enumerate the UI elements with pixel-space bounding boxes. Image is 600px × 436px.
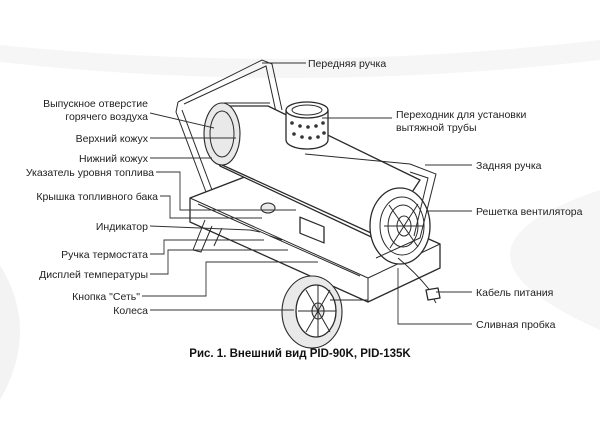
exhaust-adapter: [285, 101, 329, 150]
rear-handle: [304, 153, 437, 259]
label-front-handle: Передняя ручка: [308, 58, 386, 70]
front-handle: [177, 59, 283, 111]
label-outlet-line1: Выпускное отверстие: [43, 98, 148, 110]
control-panel: [299, 216, 325, 244]
leader-lines: [142, 62, 472, 325]
heater-illustration: [175, 59, 441, 349]
label-fan-grille: Решетка вентилятора: [476, 206, 583, 218]
label-power-cable: Кабель питания: [476, 287, 553, 299]
power-cable: [397, 257, 437, 304]
hot-air-outlet: [203, 102, 241, 166]
label-rear-handle: Задняя ручка: [476, 160, 542, 172]
label-lower-casing: Нижний кожух: [79, 153, 149, 165]
label-power-button: Кнопка "Сеть": [72, 291, 140, 303]
label-thermostat: Ручка термостата: [61, 249, 148, 261]
wheel: [281, 275, 343, 349]
label-drain-plug: Сливная пробка: [476, 319, 556, 331]
label-upper-casing: Верхний кожух: [76, 133, 149, 145]
label-fuel-gauge: Указатель уровня топлива: [26, 167, 154, 179]
support-stand: [192, 219, 213, 253]
tank-cap: [260, 202, 276, 214]
label-adapter-line1: Переходник для установки: [396, 109, 526, 121]
label-adapter-line2: вытяжной трубы: [396, 122, 477, 134]
label-indicator: Индикатор: [96, 221, 148, 233]
label-tank-cap: Крышка топливного бака: [36, 191, 158, 203]
label-temp-display: Дисплей температуры: [39, 269, 148, 281]
figure-caption: Рис. 1. Внешний вид PID-90K, PID-135K: [189, 348, 411, 360]
label-wheels: Колеса: [113, 305, 148, 317]
label-outlet-line2: горячего воздуха: [65, 111, 148, 123]
background-swoosh-lower: [0, 265, 20, 400]
